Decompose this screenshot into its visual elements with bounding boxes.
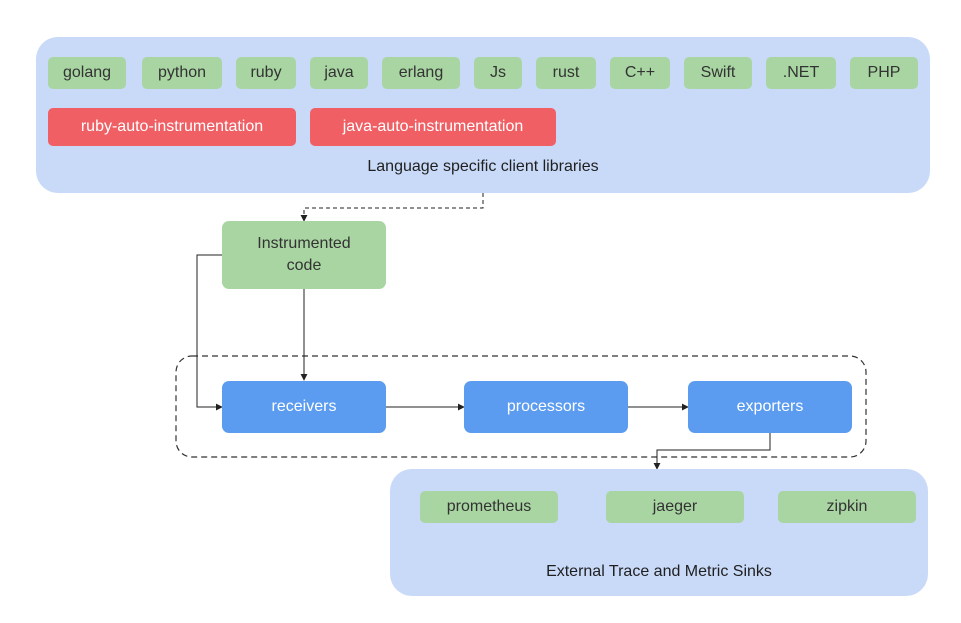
exporters-to-sinks-arrow [653,433,771,470]
language-chip-dotnet: .NET [766,57,836,89]
language-chip-rust: rust [536,57,596,89]
sink-chip-zipkin: zipkin [778,491,916,523]
instrumented-code-line2: code [286,257,322,274]
client-libraries-caption: Language specific client libraries [367,158,599,175]
language-chip-cpp: C++ [610,57,670,89]
language-chip-erlang: erlang [382,57,460,89]
external-sinks-panel: prometheus jaeger zipkin External Trace … [390,469,928,596]
java-auto-instrumentation-chip: java-auto-instrumentation [310,108,556,146]
code-to-receivers-side-arrow [196,254,223,411]
language-chip-swift: Swift [684,57,752,89]
language-chip-ruby: ruby [236,57,296,89]
ruby-auto-instrumentation-chip: ruby-auto-instrumentation [48,108,296,146]
receivers-node: receivers [222,381,386,433]
language-chip-golang: golang [48,57,126,89]
exporters-node: exporters [688,381,852,433]
language-chip-java: java [310,57,368,89]
language-chip-python: python [142,57,222,89]
processors-node: processors [464,381,628,433]
client-libraries-panel: golang python ruby java erlang Js rust C… [36,37,930,193]
collector-boundary [175,355,867,458]
language-chip-php: PHP [850,57,918,89]
language-chip-js: Js [474,57,522,89]
libraries-to-code-arrow [300,193,484,222]
external-sinks-caption: External Trace and Metric Sinks [546,563,772,580]
instrumented-code-node: Instrumented code [222,221,386,289]
instrumented-code-line1: Instrumented [257,235,351,252]
sink-chip-jaeger: jaeger [606,491,744,523]
sink-chip-prometheus: prometheus [420,491,558,523]
